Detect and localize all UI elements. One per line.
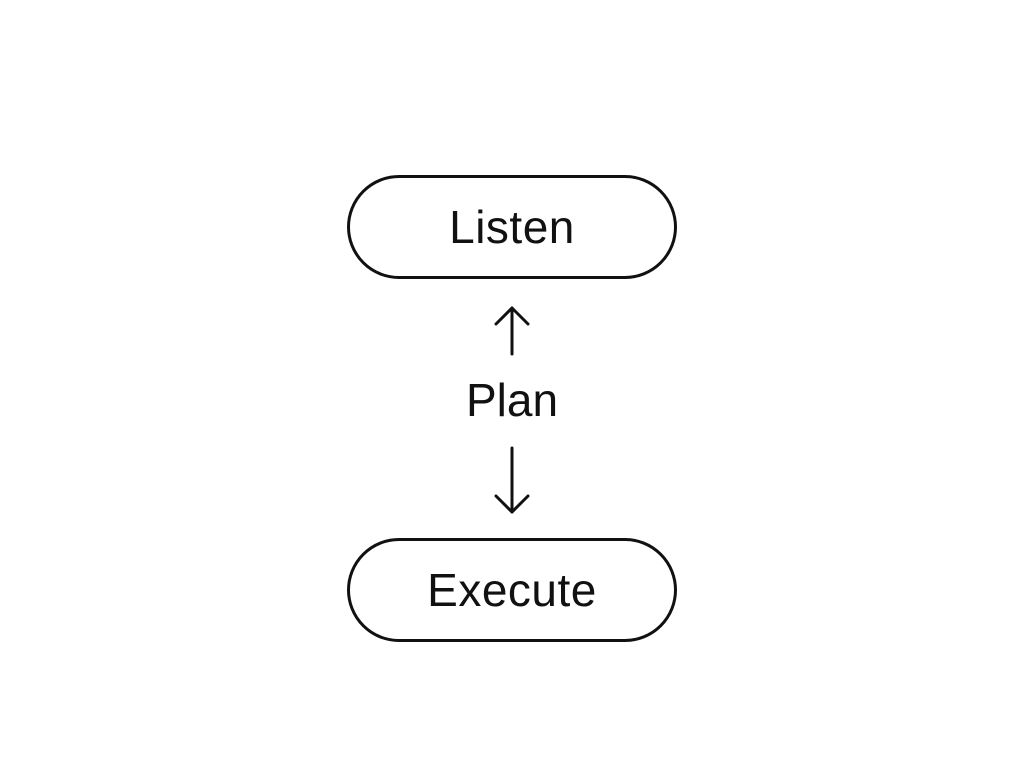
execute-node-label: Execute — [427, 564, 597, 616]
plan-label: Plan — [465, 374, 559, 426]
arrow-up-icon — [494, 306, 530, 356]
execute-node: Execute — [347, 538, 677, 642]
listen-node-label: Listen — [449, 201, 575, 253]
listen-node: Listen — [347, 175, 677, 279]
arrow-down-icon — [494, 446, 530, 514]
